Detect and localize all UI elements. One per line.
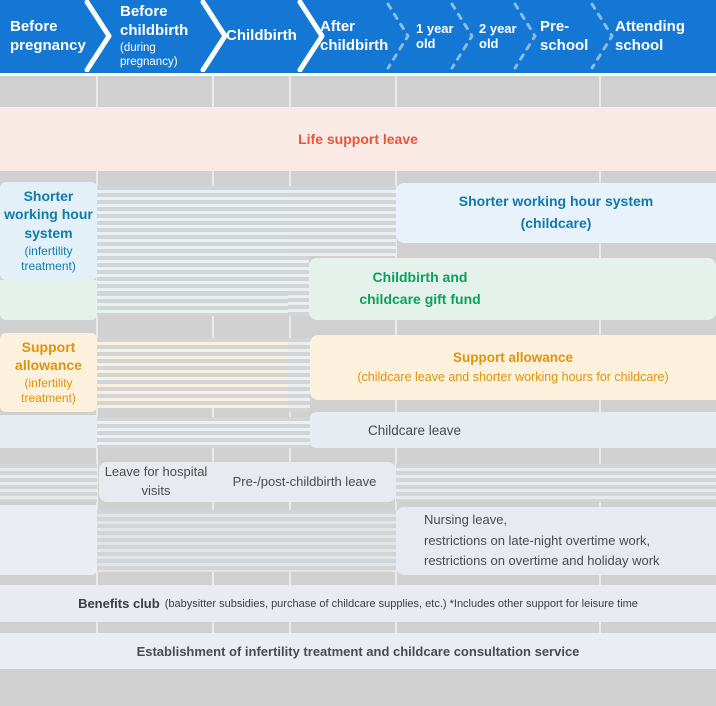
timeline-stage-before-childbirth: Before childbirth (during pregnancy) (97, 0, 213, 73)
dashed-chevron-right-icon (513, 2, 537, 70)
stage-label: Before childbirth (120, 3, 189, 39)
hospital-visits-label: Leave for hospital visits (104, 464, 208, 498)
stage-sublabel: (during pregnancy) (120, 41, 178, 69)
support-allowance-infertility-box: Support allowance (infertility treatment… (0, 333, 97, 412)
timeline-stage-before-pregnancy: Before pregnancy (0, 0, 97, 73)
shorter-hours-childcare-line1: Shorter working hour system (458, 193, 654, 210)
support-allowance-infertility-sub: (infertility treatment) (21, 375, 76, 406)
childcare-leave-left-segment (0, 415, 97, 448)
stage-label: Attending school (615, 18, 685, 54)
benefits-club-bar: Benefits club (babysitter subsidies, pur… (0, 585, 716, 622)
shorter-hours-childcare-line2: (childcare) (520, 215, 592, 231)
nursing-leave-line2: restrictions on late-night overtime work… (424, 532, 651, 548)
shorter-hours-infertility-title: Shorter working hour system (4, 188, 93, 241)
childcare-leave-label: Childcare leave (368, 422, 462, 438)
shorter-hours-infertility-sub: (infertility treatment) (21, 243, 76, 274)
stage-label: Childbirth (226, 27, 297, 45)
gift-fund-label: Childbirth and childcare gift fund (325, 267, 515, 310)
chevron-right-icon (84, 0, 112, 72)
support-allowance-childcare-box: Support allowance (childcare leave and s… (310, 335, 716, 400)
transition-stripes (288, 338, 310, 412)
transition-stripes (288, 186, 396, 256)
stage-label: 1 year old (416, 20, 454, 51)
support-allowance-infertility-title: Support allowance (15, 339, 82, 374)
hospital-visit-leave-box: Leave for hospital visits Pre-/post-chil… (99, 462, 396, 502)
life-support-leave-bar: Life support leave (0, 107, 716, 171)
timeline-header: Before pregnancy Before childbirth (duri… (0, 0, 716, 73)
shorter-hours-childcare-box: Shorter working hour system (childcare) (396, 183, 716, 243)
gift-fund-line2: childcare gift fund (359, 291, 481, 307)
nursing-leave-box: Nursing leave, restrictions on late-nigh… (396, 507, 716, 575)
transition-stripes (97, 338, 288, 408)
consultation-service-label: Establishment of infertility treatment a… (136, 643, 580, 659)
stage-label: Before pregnancy (10, 18, 86, 54)
nursing-leave-line1: Nursing leave, (424, 511, 508, 527)
chevron-right-icon (297, 0, 325, 72)
nursing-leave-line3: restrictions on overtime and holiday wor… (424, 553, 660, 569)
timeline-stage-attending-school: Attending school (600, 0, 716, 73)
gift-fund-box: Childbirth and childcare gift fund (309, 258, 716, 320)
timeline-stage-after-childbirth: After childbirth (310, 0, 396, 73)
transition-stripes (288, 256, 309, 316)
transition-stripes (97, 510, 396, 572)
gift-fund-line1: Childbirth and (372, 269, 468, 286)
shorter-hours-green-extension (0, 280, 97, 320)
stage-label: 2 year old (479, 20, 517, 51)
timeline-stage-2-year-old: 2 year old (460, 0, 523, 73)
consultation-service-bar: Establishment of infertility treatment a… (0, 633, 716, 669)
dashed-chevron-right-icon (590, 2, 614, 70)
stage-label: Pre-school (540, 18, 589, 54)
pre-post-childbirth-leave-label: Pre-/post-childbirth leave (232, 473, 377, 489)
stage-label: After childbirth (320, 18, 389, 54)
dashed-chevron-right-icon (450, 2, 474, 70)
shorter-hours-infertility-box: Shorter working hour system (infertility… (0, 182, 97, 280)
transition-stripes (97, 186, 288, 292)
life-support-leave-label: Life support leave (298, 131, 418, 147)
nursing-leave-left-segment (0, 505, 97, 575)
benefits-club-detail: (babysitter subsidies, purchase of child… (164, 597, 638, 610)
chevron-right-icon (200, 0, 228, 72)
transition-stripes (97, 292, 288, 316)
support-allowance-childcare-line1: Support allowance (452, 350, 574, 365)
transition-stripes (97, 417, 310, 448)
childcare-leave-box: Childcare leave (310, 412, 716, 448)
header-divider (0, 73, 716, 76)
timeline-stage-1-year-old: 1 year old (396, 0, 460, 73)
benefits-club-title: Benefits club (78, 596, 160, 611)
transition-stripes (0, 464, 97, 502)
timeline-stage-childbirth: Childbirth (213, 0, 310, 73)
timeline-stage-pre-school: Pre-school (523, 0, 600, 73)
dashed-chevron-right-icon (386, 2, 410, 70)
support-allowance-childcare-line2: (childcare leave and shorter working hou… (357, 370, 669, 385)
transition-stripes (396, 464, 716, 502)
